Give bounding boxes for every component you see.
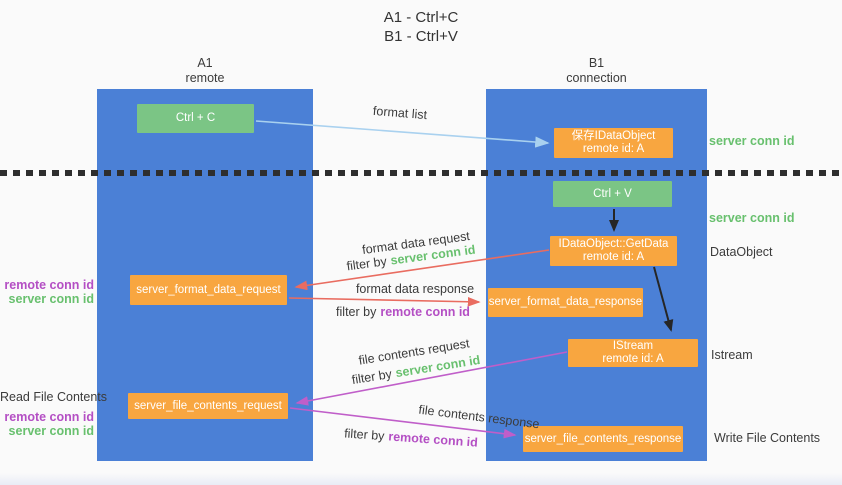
remote-conn-id-key: remote conn id xyxy=(380,305,470,319)
server-format-data-request-label: server_format_data_request xyxy=(136,283,281,296)
idataobject-getdata-line1: IDataObject::GetData xyxy=(558,238,669,250)
ctrl-c-box: Ctrl + C xyxy=(137,104,254,133)
window-bottom-edge xyxy=(0,473,842,485)
diagram-title-line2: B1 - Ctrl+V xyxy=(384,28,458,45)
server-file-contents-request-label: server_file_contents_request xyxy=(134,399,282,412)
read-file-contents-label: Read File Contents xyxy=(0,390,108,404)
format-data-response-arrow xyxy=(288,296,481,307)
ctrl-c-label: Ctrl + C xyxy=(175,112,216,124)
ctrl-v-label: Ctrl + V xyxy=(593,187,632,200)
idataobject-getdata-line2: remote id: A xyxy=(582,251,645,263)
diagram-title-line1: A1 - Ctrl+C xyxy=(383,9,459,26)
istream-line2: remote id: A xyxy=(602,353,664,365)
filter-by-text: filter by xyxy=(345,254,388,274)
lifeline-b1-name: B1 xyxy=(588,56,605,70)
diagram-title: A1 - Ctrl+C B1 - Ctrl+V xyxy=(0,8,842,46)
left-remote-conn-id-top: remote conn id xyxy=(4,278,94,292)
left-server-conn-id-bottom: server conn id xyxy=(8,424,94,438)
dataobject-label: DataObject xyxy=(710,245,773,259)
server-format-data-response-label: server_format_data_response xyxy=(488,296,643,308)
istream-side-label: Istream xyxy=(711,348,753,362)
right-server-conn-id-top: server conn id xyxy=(709,134,795,148)
server-file-contents-response-box: server_file_contents_response xyxy=(523,426,683,452)
istream-line1: IStream xyxy=(612,340,654,352)
filter-by-text: filter by xyxy=(350,366,393,388)
left-server-conn-id-top: server conn id xyxy=(8,292,94,306)
lifeline-b1-role: connection xyxy=(566,71,627,85)
write-file-contents-label: Write File Contents xyxy=(714,431,821,445)
lifeline-b1-header: B1 connection xyxy=(486,56,707,86)
format-data-response-label: format data response xyxy=(355,282,475,296)
server-file-contents-request-box: server_file_contents_request xyxy=(128,393,288,419)
save-idataobject-line2: remote id: A xyxy=(582,143,645,155)
left-remote-conn-id-bottom: remote conn id xyxy=(4,410,94,424)
lifeline-a1-role: remote xyxy=(185,71,225,85)
lifeline-a1-header: A1 remote xyxy=(97,56,313,86)
idataobject-getdata-box: IDataObject::GetData remote id: A xyxy=(550,236,677,266)
format-list-label: format list xyxy=(372,103,428,123)
right-server-conn-id-mid: server conn id xyxy=(709,211,795,225)
server-format-data-response-box: server_format_data_response xyxy=(488,288,643,317)
ctrl-v-box: Ctrl + V xyxy=(553,181,672,207)
server-format-data-request-box: server_format_data_request xyxy=(130,275,287,305)
istream-box: IStream remote id: A xyxy=(568,339,698,367)
save-idataobject-line1: 保存IDataObject xyxy=(571,130,656,142)
save-idataobject-box: 保存IDataObject remote id: A xyxy=(554,128,673,158)
filter-by-text: filter by xyxy=(343,426,385,444)
filter-by-text: filter by xyxy=(336,305,377,319)
server-file-contents-response-label: server_file_contents_response xyxy=(524,432,682,445)
lifeline-a1-name: A1 xyxy=(197,56,213,70)
remote-conn-id-key: remote conn id xyxy=(387,429,479,450)
